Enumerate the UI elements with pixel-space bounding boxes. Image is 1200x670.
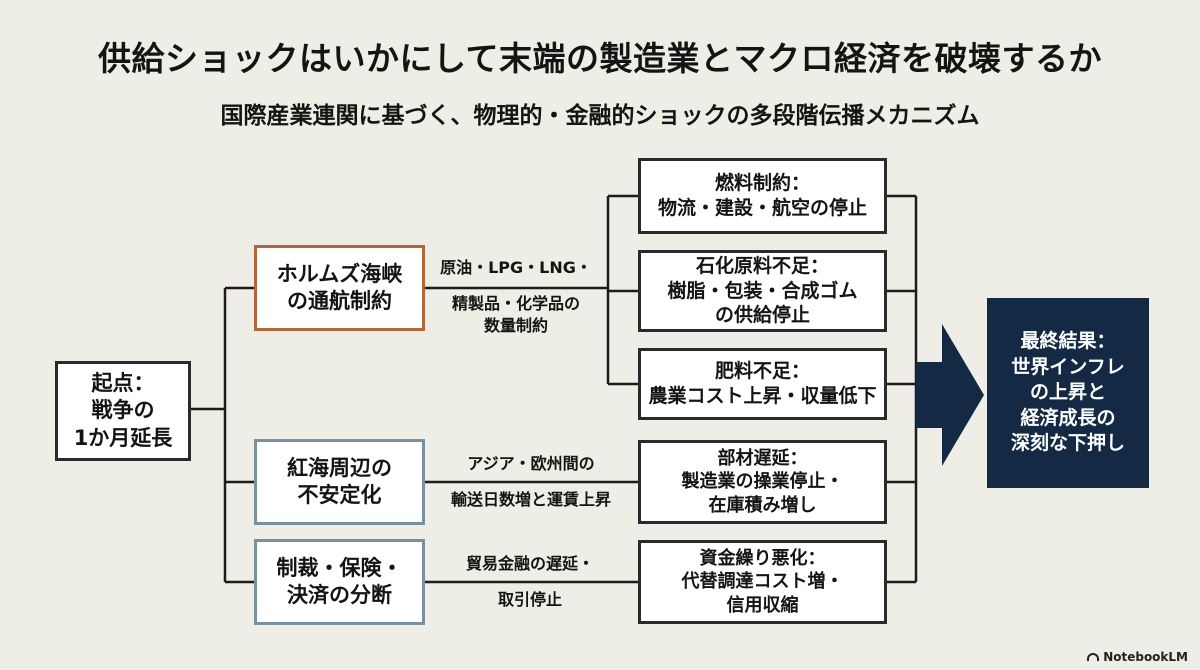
edge-label-hormuz: 原油・LPG・LNG・ 精製品・化学品の 数量制約 (440, 258, 592, 335)
edge-label-sanctions: 貿易金融の遅延・ 取引停止 (465, 554, 594, 609)
cause-red-sea: 紅海周辺の 不安定化 (254, 439, 425, 525)
effect-petrochemical: 石化原料不足： 樹脂・包装・合成ゴム の供給停止 (638, 250, 887, 332)
page-subtitle: 国際産業連関に基づく、物理的・金融的ショックの多段階伝播メカニズム (220, 103, 980, 129)
notebooklm-icon (1087, 653, 1100, 661)
start-node: 起点： 戦争の 1か月延長 (55, 361, 191, 461)
notebooklm-logo: NotebookLM (1087, 650, 1188, 664)
cause-hormuz: ホルムズ海峡 の通航制約 (254, 245, 425, 331)
effect-funding: 資金繰り悪化： 代替調達コスト増・ 信用収縮 (638, 540, 887, 624)
effect-fuel: 燃料制約： 物流・建設・航空の停止 (638, 158, 887, 234)
page-title: 供給ショックはいかにして末端の製造業とマクロ経済を破壊するか (97, 39, 1102, 78)
edge-label-red-sea: アジア・欧州間の 輸送日数増と運賃上昇 (450, 454, 611, 509)
cause-sanctions: 制裁・保険・ 決済の分断 (254, 539, 425, 625)
effect-fertilizer: 肥料不足： 農業コスト上昇・収量低下 (638, 348, 887, 420)
flow-arrow (916, 324, 984, 466)
final-result: 最終結果： 世界インフレ の上昇と 経済成長の 深刻な下押し (987, 298, 1149, 488)
effect-parts-delay: 部材遅延： 製造業の操業停止・ 在庫積み増し (638, 440, 887, 524)
